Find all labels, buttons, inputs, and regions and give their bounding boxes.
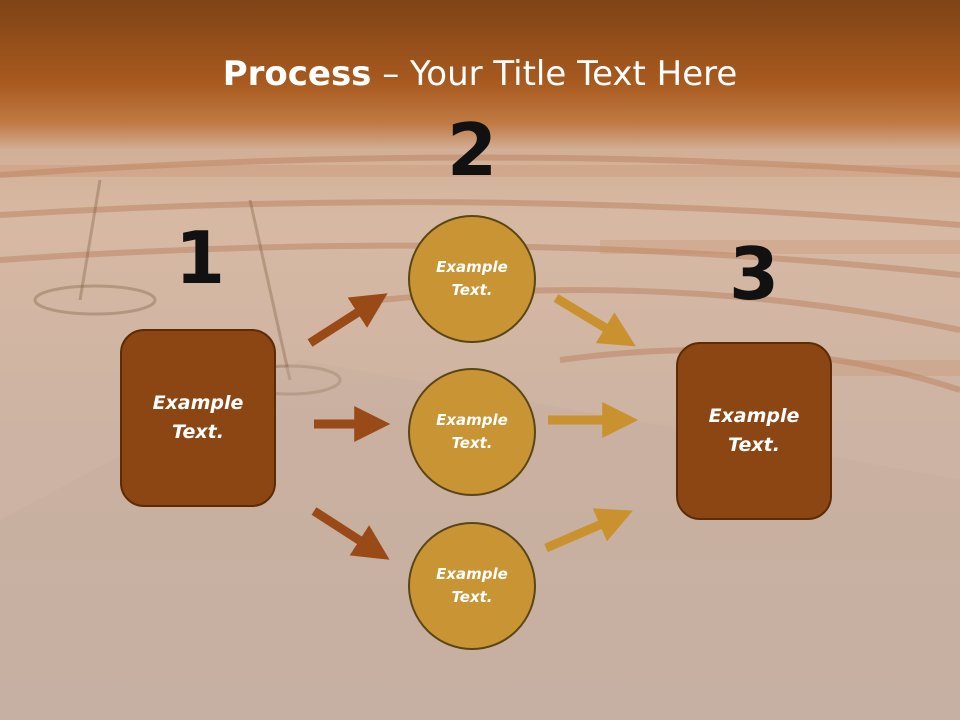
- circle-bottom-text: Example Text.: [436, 565, 508, 606]
- step-number-2: 2: [446, 108, 498, 192]
- circle-bottom: Example Text.: [408, 522, 536, 650]
- circle-top-text: Example Text.: [436, 258, 508, 299]
- header-band: [0, 0, 960, 150]
- arrow-bottom-to-right: [544, 508, 633, 553]
- arrow-top-to-right: [553, 294, 636, 347]
- slide-title: Process – Your Title Text Here: [0, 52, 960, 96]
- circle-middle: Example Text.: [408, 368, 536, 496]
- right-box: Example Text.: [676, 342, 832, 520]
- circle-middle-text: Example Text.: [436, 411, 508, 452]
- title-bold: Process: [222, 54, 372, 94]
- right-box-text: Example Text.: [708, 405, 800, 456]
- step-number-1: 1: [174, 216, 226, 300]
- step-number-3: 3: [728, 232, 780, 316]
- arrow-left-to-bottom: [311, 507, 390, 560]
- title-rest: – Your Title Text Here: [371, 54, 738, 94]
- circle-top: Example Text.: [408, 215, 536, 343]
- arrow-left-to-top: [307, 293, 388, 347]
- left-box: Example Text.: [120, 329, 276, 507]
- left-box-text: Example Text.: [152, 392, 244, 443]
